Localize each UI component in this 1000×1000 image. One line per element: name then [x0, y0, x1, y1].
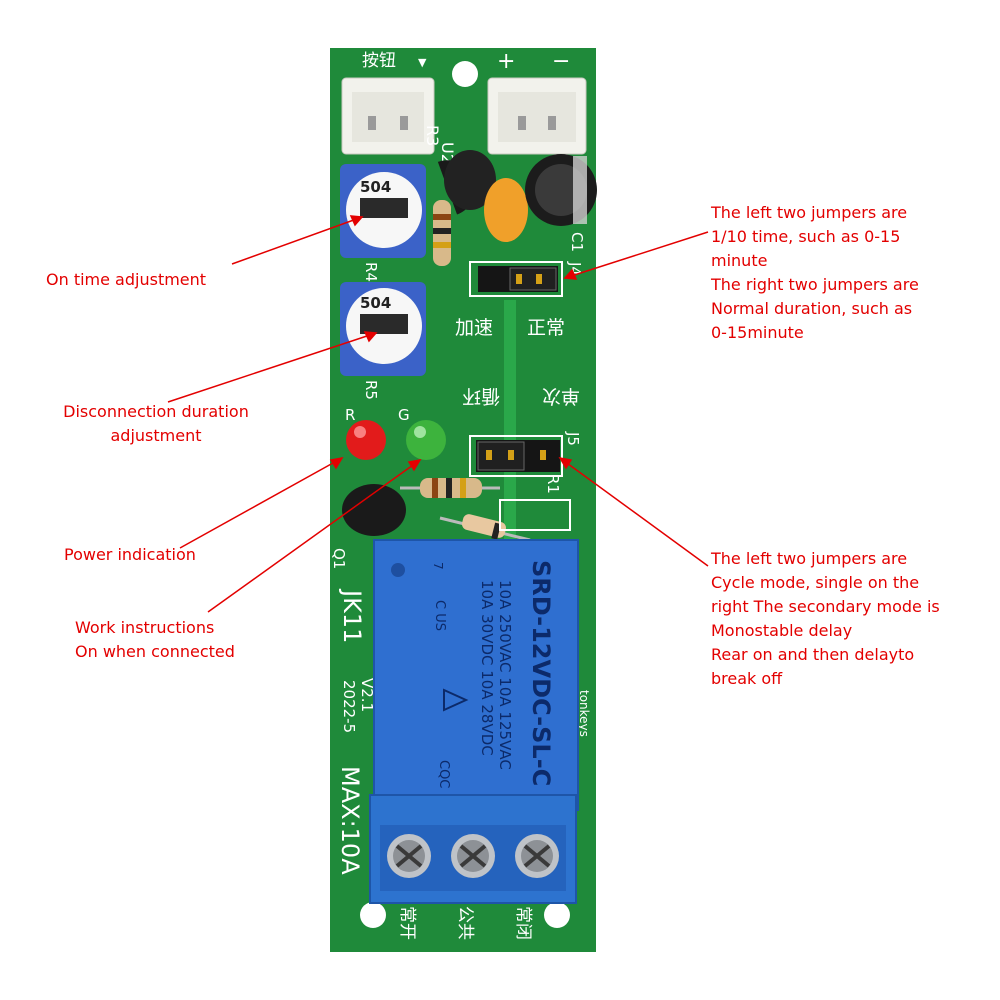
r1-silk-label: R1: [544, 474, 562, 494]
annotation-work: Work instructions On when connected: [75, 618, 235, 661]
red-led-highlight: [354, 426, 366, 438]
diode: [439, 514, 531, 542]
jumper-block-j5: [469, 435, 563, 477]
leader-line-mode-jumpers: [559, 457, 709, 567]
plus-silk-label: +: [497, 49, 515, 74]
green-work-led: [406, 420, 446, 460]
mode-cycle-silk-label: 循环: [462, 385, 500, 407]
c1-silk-label: C1: [568, 232, 586, 252]
q1-silk-label: Q1: [330, 548, 348, 569]
mode-single-silk-label: 单次: [542, 385, 580, 407]
transistor-q1: [342, 484, 406, 536]
leader-line-power: [179, 457, 343, 549]
minus-silk-label: −: [552, 49, 570, 74]
leader-line-disconnection: [167, 332, 377, 403]
mount-hole-top: [452, 61, 478, 87]
relay-rating-line-1: 10A 250VAC 10A 125VAC: [496, 580, 514, 770]
terminal-nc-silk-label: 常闭: [513, 906, 533, 940]
brand-silk-label: tonkeys: [577, 690, 591, 737]
power-connector: [487, 77, 587, 155]
speed-normal-silk-label: 正常: [527, 317, 565, 339]
r3-silk-label: R3: [423, 125, 442, 146]
relay-rating-line-2: 10A 30VDC 10A 28VDC: [478, 580, 496, 756]
led-g-silk-label: G: [398, 406, 410, 424]
annotation-disconnection: Disconnection duration adjustment: [63, 402, 249, 445]
leader-line-work: [207, 459, 421, 613]
arrowhead-speed-icon: [563, 268, 578, 280]
arrowhead-work-icon: [407, 458, 422, 472]
annotation-power: Power indication: [64, 545, 196, 564]
electrolytic-capacitor-c1: [525, 154, 597, 226]
triangle-marker-icon: ▼: [418, 56, 427, 69]
screw-terminal-no: [387, 834, 431, 878]
annotation-speed-jumpers: The left two jumpers are 1/10 time, such…: [711, 203, 919, 342]
annotation-mode-jumpers: The left two jumpers are Cycle mode, sin…: [711, 549, 940, 688]
j5-silk-label: J5: [564, 431, 582, 446]
warning-triangle-icon: [443, 688, 469, 712]
relay-cqc-label: CQC: [436, 760, 451, 788]
terminal-com-silk-label: 公共: [455, 906, 475, 940]
date-silk-label: 2022-5: [340, 680, 358, 733]
leader-line-on-time: [231, 216, 363, 265]
off-time-potentiometer: 504: [340, 282, 426, 376]
arrowhead-power-icon: [329, 456, 344, 470]
mount-hole-bottom-right: [544, 902, 570, 928]
jumper-block-j4: [469, 261, 563, 297]
screw-terminal-nc: [515, 834, 559, 878]
arrowhead-on-time-icon: [349, 215, 364, 227]
annotation-on-time: On time adjustment: [46, 270, 207, 289]
ceramic-capacitor: [484, 178, 528, 242]
button-silk-label: 按钮: [362, 51, 396, 71]
green-led-highlight: [414, 426, 426, 438]
relay: [373, 539, 579, 811]
resistor-r3: [433, 200, 451, 266]
button-connector: [341, 77, 435, 155]
transistor-u2: [437, 150, 496, 215]
led-r-silk-label: R: [345, 406, 355, 424]
mount-hole-bottom-left: [360, 902, 386, 928]
pot-code-label-2: 504: [360, 294, 391, 312]
pot-code-label-1: 504: [360, 178, 391, 196]
diode-outline: [499, 499, 571, 531]
resistor-horizontal: [400, 478, 500, 498]
leader-line-speed-jumpers: [564, 231, 709, 279]
on-time-potentiometer: 504: [340, 164, 426, 258]
r5-silk-label: R5: [362, 380, 380, 400]
speed-fast-silk-label: 加速: [455, 317, 493, 339]
relay-model-label: SRD-12VDC-SL-C: [527, 560, 555, 786]
arrowhead-mode-icon: [558, 456, 573, 470]
max-current-silk-label: MAX:10A: [336, 766, 364, 875]
screw-terminal-com: [451, 834, 495, 878]
version-silk-label: V2.1: [358, 678, 376, 712]
red-power-led: [346, 420, 386, 460]
arrowhead-disconnection-icon: [363, 331, 378, 343]
terminal-no-silk-label: 常开: [397, 906, 417, 940]
relay-cert-label: C US: [432, 600, 447, 631]
model-silk-label: JK11: [338, 588, 366, 643]
relay-pin-mark: 7: [431, 562, 445, 570]
r4-silk-label: R4: [362, 262, 380, 282]
